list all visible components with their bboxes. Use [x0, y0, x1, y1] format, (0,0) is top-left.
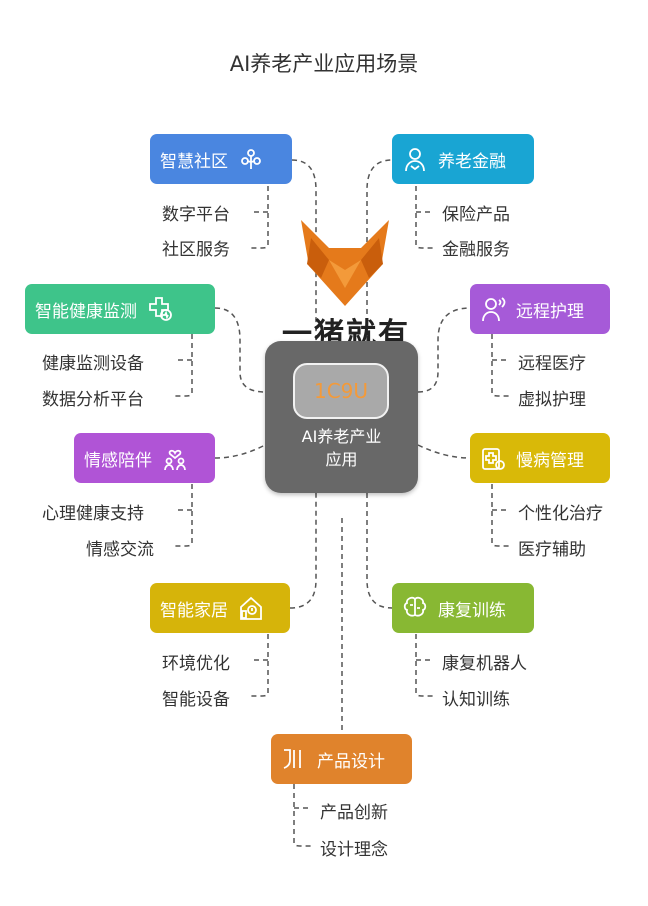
sub-item: 金融服务 [442, 240, 510, 260]
center-label: AI养老产业 应用 [301, 427, 382, 469]
design-icon [281, 746, 307, 772]
node-product-design: 产品设计 [271, 734, 412, 784]
node-label: 智能家居 [160, 600, 228, 621]
sub-item: 保险产品 [442, 205, 510, 225]
node-rehab: 康复训练 [392, 583, 534, 633]
fox-logo [301, 220, 389, 306]
node-emotional: 情感陪伴 [74, 433, 215, 483]
diagram-title: AI养老产业应用场景 [229, 52, 419, 76]
smart-home-icon [238, 595, 264, 621]
node-label: 产品设计 [317, 751, 385, 772]
sub-item: 认知训练 [442, 690, 510, 710]
sub-item: 数字平台 [162, 205, 230, 225]
center-hub: 1C9U AI养老产业 应用 [265, 341, 418, 493]
node-health-monitor: 智能健康监测 [25, 284, 215, 334]
center-chip: 1C9U [293, 363, 389, 419]
sub-item: 设计理念 [320, 840, 388, 860]
node-remote-care: 远程护理 [470, 284, 610, 334]
tree-icon [238, 146, 264, 172]
sub-item: 智能设备 [162, 690, 230, 710]
node-label: 情感陪伴 [84, 450, 152, 471]
sub-item: 康复机器人 [442, 654, 527, 674]
node-chronic: 慢病管理 [470, 433, 610, 483]
node-label: 康复训练 [438, 600, 506, 621]
sub-item: 产品创新 [320, 803, 388, 823]
node-label: 养老金融 [438, 151, 506, 172]
node-label: 远程护理 [516, 301, 584, 322]
brain-icon [402, 595, 428, 621]
sub-item: 环境优化 [162, 654, 230, 674]
node-smart-community: 智慧社区 [150, 134, 292, 184]
node-elderly-finance: 养老金融 [392, 134, 534, 184]
node-smart-home: 智能家居 [150, 583, 290, 633]
node-label: 慢病管理 [516, 450, 584, 471]
doctor-icon [480, 296, 506, 322]
person-icon [402, 146, 428, 172]
sub-item: 心理健康支持 [42, 504, 144, 524]
node-label: 智慧社区 [160, 151, 228, 172]
sub-item: 医疗辅助 [518, 540, 586, 560]
sub-item: 虚拟护理 [518, 390, 586, 410]
sub-item: 数据分析平台 [42, 390, 144, 410]
heart-people-icon [162, 445, 188, 471]
medical-clipboard-icon [480, 445, 506, 471]
health-plus-icon [147, 296, 173, 322]
sub-item: 情感交流 [86, 540, 154, 560]
sub-item: 个性化治疗 [518, 504, 603, 524]
sub-item: 社区服务 [162, 240, 230, 260]
sub-item: 远程医疗 [518, 354, 586, 374]
node-label: 智能健康监测 [35, 301, 137, 322]
sub-item: 健康监测设备 [42, 354, 144, 374]
